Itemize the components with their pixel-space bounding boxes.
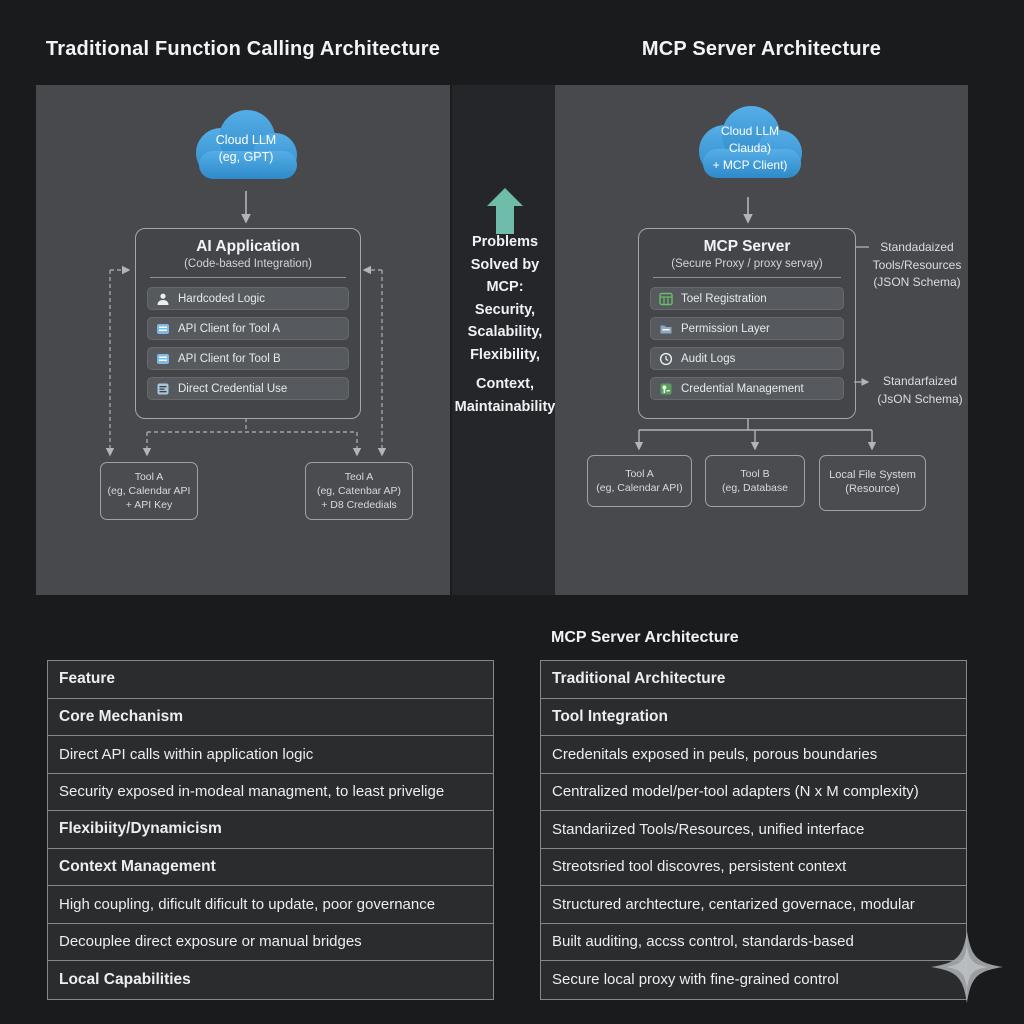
- permission-layer-icon: [660, 325, 672, 333]
- person-icon: [157, 293, 169, 305]
- up-arrow-icon: [487, 188, 523, 234]
- table-row: Decouplee direct exposure or manual brid…: [48, 924, 493, 961]
- app-item-hardcoded-logic: Hardcoded Logic: [147, 287, 349, 310]
- standardized-schema-label: Standarfaized (JsON Schema): [877, 374, 963, 406]
- credential-management-icon: [660, 383, 672, 394]
- table-row: Direct API calls within application logi…: [48, 736, 493, 774]
- problems-solved-text-2: Context, Maintainability: [454, 376, 556, 415]
- app-item-api-client-b: API Client for Tool B: [147, 347, 349, 370]
- mcp-server-title: MCP Server: [703, 238, 791, 255]
- table-row: Core Mechanism: [48, 699, 493, 736]
- ai-application-box: AI Application (Code-based Integration) …: [135, 228, 361, 419]
- table-row: Structured archtecture, centarized gover…: [541, 886, 966, 924]
- app-item-label: Direct Credential Use: [178, 382, 288, 395]
- local-file-system-box: Local File System (Resource): [819, 455, 926, 511]
- app-item-label: API Client for Tool B: [178, 352, 281, 365]
- tool-a-box: Tool A (eg, Calendar API + API Key: [100, 462, 198, 520]
- table-row: Centralized model/per-tool adapters (N x…: [541, 774, 966, 811]
- mcp-server-box: MCP Server (Secure Proxy / proxy servay)…: [638, 228, 856, 419]
- table-row: Flexibiity/Dynamicism: [48, 811, 493, 849]
- table-row: Tool Integration: [541, 699, 966, 736]
- app-item-direct-credential: Direct Credential Use: [147, 377, 349, 400]
- server-item-label: Audit Logs: [681, 352, 736, 365]
- standardized-tools-label: Standadaized Tools/Resources (JSON Schem…: [872, 240, 962, 289]
- app-item-label: API Client for Tool A: [178, 322, 281, 335]
- feature-table: Feature Core Mechanism Direct API calls …: [47, 660, 494, 1000]
- right-diagram-title: MCP Server Architecture: [641, 38, 882, 60]
- tool-registration-icon: [659, 292, 673, 305]
- mcp-tool-b-box: Tool B (eg, Database: [705, 455, 805, 507]
- middle-column-background: [452, 85, 556, 595]
- audit-logs-icon: [659, 352, 673, 365]
- app-item-api-client-a: API Client for Tool A: [147, 317, 349, 340]
- left-cloud-label: Cloud LLM (eg, GPT): [215, 133, 277, 164]
- mcp-server-subtitle: (Secure Proxy / proxy servay): [671, 258, 823, 270]
- table-row: Secure local proxy with fine-grained con…: [552, 971, 839, 989]
- right-cloud-label: Cloud LLM Clauda) + MCP Client): [712, 124, 788, 172]
- problems-solved-text: Problems Solved by MCP: Security, Scalab…: [467, 234, 543, 363]
- divider: [653, 277, 841, 278]
- cloud-llm-mcp-icon: [699, 106, 802, 178]
- credential-icon: [157, 383, 169, 394]
- mcp-table: Traditional Architecture Tool Integratio…: [540, 660, 967, 1000]
- table-row: Local Capabilities: [59, 970, 191, 988]
- app-item-label: Hardcoded Logic: [178, 292, 265, 305]
- table-row: Traditional Architecture: [541, 661, 966, 699]
- ai-application-subtitle: (Code-based Integration): [184, 258, 312, 270]
- server-item-audit-logs: Audit Logs: [650, 347, 844, 370]
- traditional-architecture-panel: Cloud LLM (eg, GPT) AI Application (Code…: [36, 85, 450, 595]
- server-item-permission-layer: Permission Layer: [650, 317, 844, 340]
- table-row: Streotsried tool discovres, persistent c…: [541, 849, 966, 886]
- api-client-icon: [157, 323, 169, 334]
- table-row: Security exposed in-modeal managment, to…: [48, 774, 493, 811]
- table-row: Feature: [48, 661, 493, 699]
- table-row: High coupling, dificult dificult to upda…: [48, 886, 493, 924]
- sparkle-icon: [931, 931, 1003, 1003]
- left-diagram-title: Traditional Function Calling Architectur…: [45, 38, 441, 60]
- server-item-credential-management: Credential Management: [650, 377, 844, 400]
- table-row: Built auditing, accss control, standards…: [541, 924, 966, 961]
- cloud-llm-icon: [196, 110, 297, 179]
- mcp-tool-a-box: Tool A (eg, Calendar API): [587, 455, 692, 507]
- server-item-label: Permission Layer: [681, 322, 770, 335]
- server-item-tool-registration: Toel Registration: [650, 287, 844, 310]
- divider: [150, 277, 346, 278]
- table-row: Context Management: [48, 849, 493, 886]
- table-row: Credenitals exposed in peuls, porous bou…: [541, 736, 966, 774]
- server-item-label: Credential Management: [681, 382, 804, 395]
- tool-b-box: Teol A (eg, Catenbar AP) + D8 Crededials: [305, 462, 413, 520]
- api-client-icon: [157, 353, 169, 364]
- ai-application-title: AI Application: [196, 238, 300, 255]
- server-item-label: Toel Registration: [681, 292, 767, 305]
- table-row: Standariized Tools/Resources, unified in…: [541, 811, 966, 849]
- right-table-title: MCP Server Architecture: [551, 629, 739, 646]
- mcp-architecture-panel: Cloud LLM Clauda) + MCP Client) MCP Serv…: [555, 85, 968, 595]
